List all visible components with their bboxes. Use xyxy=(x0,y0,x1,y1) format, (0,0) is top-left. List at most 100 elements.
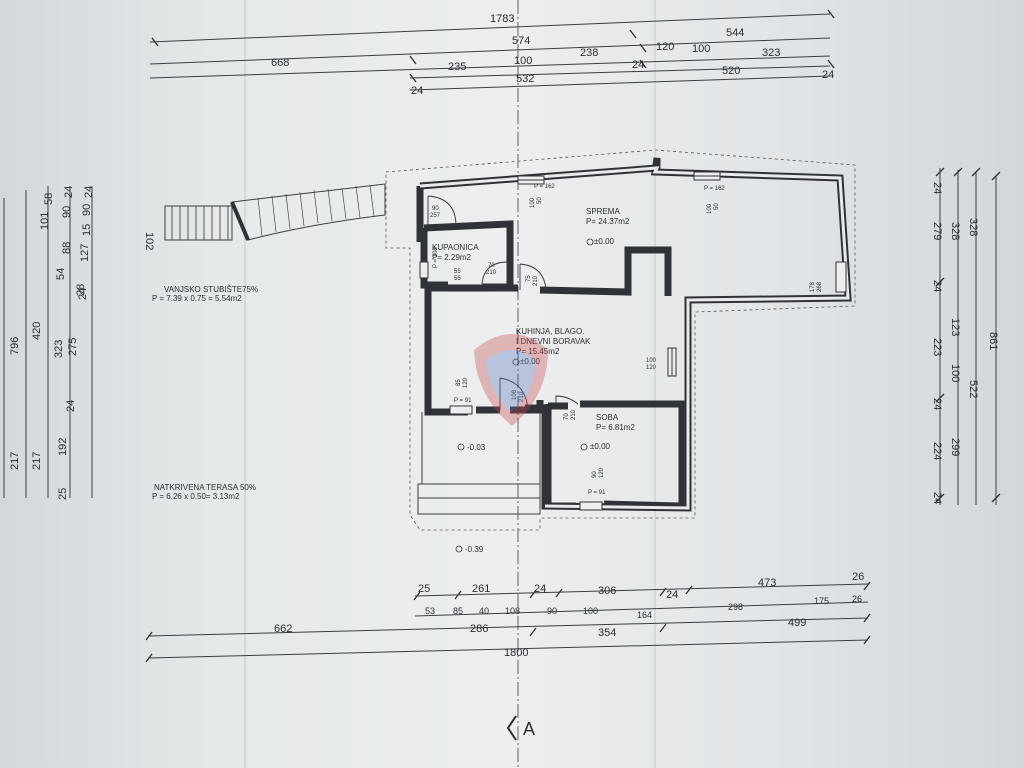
svg-text:15: 15 xyxy=(81,224,93,236)
svg-text:210: 210 xyxy=(533,275,539,286)
svg-text:473: 473 xyxy=(758,577,776,589)
chevron-left-icon xyxy=(506,715,517,741)
room-area: P= 6.81m2 xyxy=(596,423,635,432)
outside-level: -0.39 xyxy=(455,545,484,554)
svg-text:522: 522 xyxy=(967,380,979,398)
dim-bottom-overall: 1800 xyxy=(504,647,528,659)
svg-text:90: 90 xyxy=(432,206,439,212)
svg-text:P = 162: P = 162 xyxy=(534,184,555,190)
svg-text:24: 24 xyxy=(931,280,943,292)
svg-text:520: 520 xyxy=(722,65,740,77)
level-marker-icon xyxy=(580,443,588,451)
svg-text:354: 354 xyxy=(598,627,616,639)
svg-text:88: 88 xyxy=(61,242,73,254)
svg-text:50: 50 xyxy=(537,197,543,204)
room-storage: SPREMA P= 24.37m2 ±0.00 xyxy=(586,207,630,246)
svg-text:100: 100 xyxy=(583,606,598,616)
svg-text:24: 24 xyxy=(931,182,943,194)
svg-text:90: 90 xyxy=(592,471,598,478)
section-label: A xyxy=(523,719,535,739)
top-dimension-chains: 1783 574 544 668 120 100 323 235 100 238… xyxy=(149,9,835,97)
room-name: KUHINJA, BLAGO. xyxy=(516,327,584,336)
svg-text:120: 120 xyxy=(463,377,469,388)
svg-text:85: 85 xyxy=(456,379,462,386)
doors xyxy=(427,195,579,411)
svg-text:328: 328 xyxy=(949,222,961,240)
svg-text:P = 91: P = 91 xyxy=(454,398,472,404)
svg-text:261: 261 xyxy=(472,583,490,595)
svg-text:306: 306 xyxy=(598,585,616,597)
door-swing xyxy=(519,263,547,291)
svg-text:100: 100 xyxy=(646,358,657,364)
svg-text:75: 75 xyxy=(526,275,532,282)
svg-text:224: 224 xyxy=(931,442,943,460)
svg-text:532: 532 xyxy=(516,73,534,85)
svg-text:668: 668 xyxy=(271,57,289,69)
svg-text:217: 217 xyxy=(31,452,43,470)
svg-text:108: 108 xyxy=(512,389,518,400)
svg-text:24: 24 xyxy=(411,85,423,97)
level-marker-icon xyxy=(586,238,594,246)
room-name-line2: I DNEVNI BORAVAK xyxy=(516,337,591,346)
svg-text:257: 257 xyxy=(430,213,441,219)
svg-text:238: 238 xyxy=(580,47,598,59)
svg-text:50: 50 xyxy=(714,203,720,210)
svg-text:127: 127 xyxy=(79,244,91,262)
room-name: SPREMA xyxy=(586,207,620,216)
svg-text:175: 175 xyxy=(814,596,829,606)
svg-text:223: 223 xyxy=(931,338,943,356)
svg-text:24: 24 xyxy=(931,492,943,504)
svg-text:24: 24 xyxy=(63,186,75,198)
svg-text:100: 100 xyxy=(514,55,532,67)
svg-text:24: 24 xyxy=(632,59,644,71)
svg-text:120: 120 xyxy=(646,365,657,371)
door-swing xyxy=(499,377,529,411)
svg-text:544: 544 xyxy=(726,27,744,39)
svg-text:25: 25 xyxy=(57,488,69,500)
svg-text:24: 24 xyxy=(666,589,678,601)
svg-text:24: 24 xyxy=(65,400,77,412)
svg-text:275: 275 xyxy=(67,338,79,356)
svg-text:90: 90 xyxy=(81,204,93,216)
svg-text:70: 70 xyxy=(564,413,570,420)
window xyxy=(419,261,429,279)
right-dimension-chains: 24 24 24 24 279 223 100 224 328 123 299 … xyxy=(931,167,1001,505)
room-level: ±0.00 xyxy=(520,357,541,366)
svg-text:101: 101 xyxy=(39,212,51,230)
svg-text:85: 85 xyxy=(453,606,463,616)
level-marker-icon xyxy=(457,443,465,451)
svg-text:24: 24 xyxy=(83,186,95,198)
terrace-note: NATKRIVENA TERASA 50% P = 6.26 x 0.50= 3… xyxy=(152,483,256,501)
svg-text:55: 55 xyxy=(454,269,461,275)
svg-text:100: 100 xyxy=(530,197,536,208)
svg-text:58: 58 xyxy=(43,193,55,205)
svg-text:100: 100 xyxy=(692,43,710,55)
svg-text:328: 328 xyxy=(967,218,979,236)
svg-text:P = 108: P = 108 xyxy=(433,247,439,268)
svg-text:298: 298 xyxy=(728,602,743,612)
exterior-stairs: 102 xyxy=(143,183,386,250)
svg-text:499: 499 xyxy=(788,617,806,629)
svg-text:40: 40 xyxy=(479,606,489,616)
svg-text:210: 210 xyxy=(571,409,577,420)
svg-text:24: 24 xyxy=(931,398,943,410)
window xyxy=(835,261,847,293)
svg-text:90: 90 xyxy=(61,206,73,218)
stairs-width: 102 xyxy=(143,232,155,250)
terrace-level: -0.03 xyxy=(457,443,486,452)
svg-text:28: 28 xyxy=(75,284,87,296)
dim-top-overall: 1783 xyxy=(490,13,514,25)
svg-text:90: 90 xyxy=(547,606,557,616)
opening-labels: 90 257 100 50 P = 162 100 50 P = 162 178… xyxy=(430,184,823,496)
window xyxy=(449,405,473,415)
svg-text:24: 24 xyxy=(534,583,546,595)
svg-text:26: 26 xyxy=(852,571,864,583)
svg-text:210: 210 xyxy=(519,391,525,402)
svg-text:-0.03: -0.03 xyxy=(467,443,486,452)
svg-text:192: 192 xyxy=(57,438,69,456)
svg-text:210: 210 xyxy=(486,270,497,276)
svg-text:P = 91: P = 91 xyxy=(588,490,606,496)
svg-text:24: 24 xyxy=(77,288,89,300)
